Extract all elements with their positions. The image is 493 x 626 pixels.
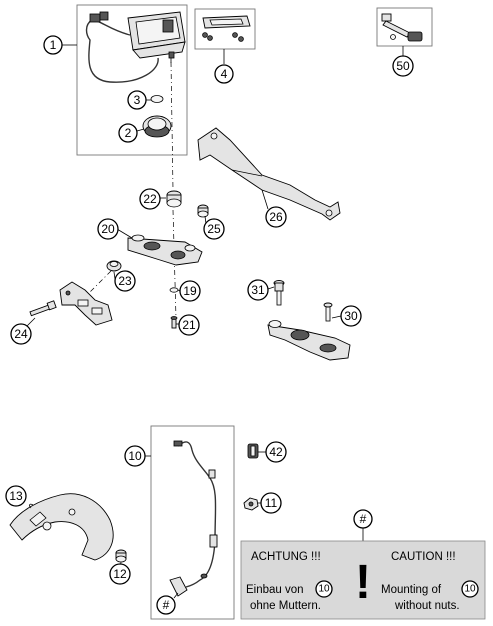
speedometer-kit-frame <box>76 4 188 156</box>
cable-kit-frame <box>150 425 235 620</box>
callout-25: 25 <box>203 218 225 240</box>
svg-text:12: 12 <box>113 567 127 581</box>
leader-lines <box>26 44 404 573</box>
seal-ring <box>150 95 164 103</box>
callout-4: 4 <box>214 64 234 84</box>
callout-23: 23 <box>114 270 136 292</box>
svg-text:19: 19 <box>183 284 197 298</box>
callout-26: 26 <box>265 206 287 228</box>
note-hash-marker: # <box>353 509 373 529</box>
callout-31: 31 <box>247 279 269 301</box>
svg-text:50: 50 <box>396 59 410 73</box>
speedometer-unit <box>127 11 186 63</box>
svg-text:11: 11 <box>265 496 278 510</box>
note-de-ref: 10 <box>318 584 330 595</box>
svg-text:23: 23 <box>118 274 132 288</box>
svg-text:24: 24 <box>14 327 28 341</box>
callout-1: 1 <box>43 35 63 55</box>
lower-clamp-plate <box>267 302 351 361</box>
callout-2: 2 <box>118 123 138 143</box>
washer <box>169 287 179 293</box>
callout-10: 10 <box>124 445 146 467</box>
svg-text:2: 2 <box>125 126 132 140</box>
callout-42: 42 <box>265 441 287 463</box>
assembly-axis <box>170 61 174 191</box>
caution-note: ACHTUNG !!! CAUTION !!! ! Einbau von 10 … <box>240 540 486 620</box>
note-heading-de: ACHTUNG !!! <box>251 551 321 563</box>
svg-text:#: # <box>163 598 170 612</box>
circlip <box>29 503 34 509</box>
svg-text:3: 3 <box>134 93 141 107</box>
callout-13: 13 <box>5 485 27 507</box>
note-en-line2: without nuts. <box>394 600 460 612</box>
callout-19: 19 <box>179 280 201 302</box>
note-de-line2: ohne Muttern. <box>250 600 321 612</box>
spacer-sleeve <box>197 204 209 218</box>
svg-text:1: 1 <box>50 38 57 52</box>
note-de-line1: Einbau von <box>246 584 304 596</box>
svg-text:22: 22 <box>143 192 157 206</box>
speedometer-holder <box>142 115 172 138</box>
side-bracket-plate <box>59 281 113 326</box>
brake-disc-guard <box>9 493 114 561</box>
svg-text:42: 42 <box>269 445 283 459</box>
callout-30: 30 <box>340 305 362 327</box>
callout-24: 24 <box>10 323 32 345</box>
note-en-ref: 10 <box>464 584 476 595</box>
note-heading-en: CAUTION !!! <box>391 551 456 563</box>
hex-nut <box>243 497 259 511</box>
cable-hash-marker: # <box>156 595 176 615</box>
bolt <box>29 300 57 317</box>
callout-11: 11 <box>260 492 282 514</box>
key-kit-frame <box>376 7 433 47</box>
callout-21: 21 <box>178 314 200 336</box>
callout-12: 12 <box>109 563 131 585</box>
note-en-line1: Mounting of <box>381 584 442 596</box>
svg-text:13: 13 <box>9 489 23 503</box>
clamp-bolt <box>273 280 285 306</box>
svg-text:31: 31 <box>251 283 265 297</box>
mounting-kit-frame <box>194 8 256 50</box>
svg-text:4: 4 <box>221 67 228 81</box>
rubber-buffer <box>166 190 182 208</box>
callout-50: 50 <box>392 55 414 77</box>
upper-clamp-plate <box>127 234 203 266</box>
cable-clip <box>247 443 259 459</box>
svg-text:20: 20 <box>101 222 115 236</box>
svg-text:25: 25 <box>207 222 221 236</box>
svg-text:10: 10 <box>128 449 142 463</box>
instrument-support-bracket <box>197 127 341 221</box>
speedometer-wiring <box>85 11 159 83</box>
small-bolt <box>170 316 178 329</box>
svg-text:30: 30 <box>344 309 358 323</box>
sleeve <box>115 549 127 563</box>
speed-sensor-cable <box>169 440 218 597</box>
callout-22: 22 <box>139 188 161 210</box>
ignition-key <box>381 13 423 42</box>
exclamation-mark: ! <box>355 556 371 609</box>
mounting-bracket-kit <box>202 15 251 42</box>
svg-text:26: 26 <box>269 210 283 224</box>
callout-20: 20 <box>97 218 119 240</box>
svg-text:21: 21 <box>182 318 196 332</box>
svg-text:#: # <box>360 512 367 526</box>
damper-rubber <box>106 260 122 272</box>
callout-3: 3 <box>127 90 147 110</box>
